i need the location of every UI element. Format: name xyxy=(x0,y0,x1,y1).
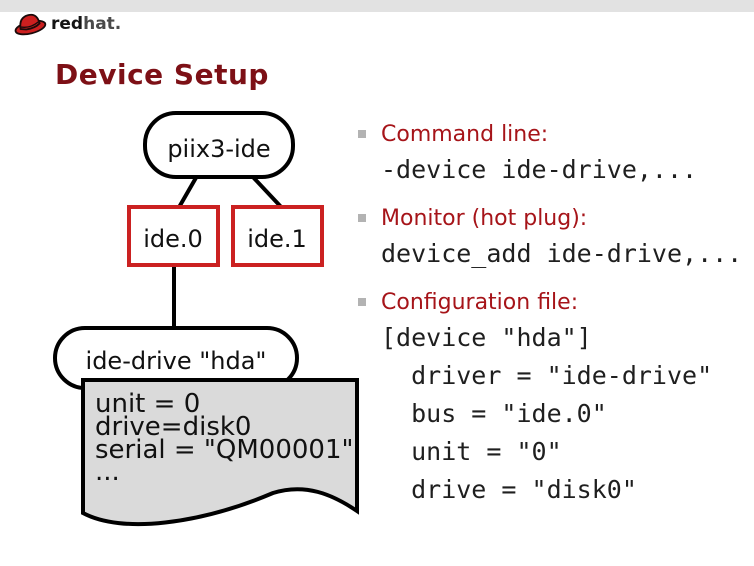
bullet-heading-text: Monitor (hot plug): xyxy=(381,206,588,231)
brand-wordmark: redhat. xyxy=(51,9,121,39)
code-line: drive = "disk0" xyxy=(381,475,637,504)
page-title: Device Setup xyxy=(55,58,269,91)
prop-drive: drive=disk0 xyxy=(95,412,251,442)
prop-ellipsis: ... xyxy=(95,457,120,487)
bullet-heading: Configuration file: xyxy=(358,287,754,319)
bullet-heading-text: Command line: xyxy=(381,122,549,147)
bus-ide1-shape xyxy=(231,205,324,267)
bullet-square-icon xyxy=(358,298,366,306)
bullet-item-command-line: Command line: -device ide-drive,... xyxy=(358,119,754,189)
bullet-list: Command line: -device ide-drive,... Moni… xyxy=(358,119,754,523)
controller-node-label: piix3-ide xyxy=(167,135,270,163)
redhat-hat-icon xyxy=(14,13,47,36)
edge-controller-ide1 xyxy=(250,174,285,211)
brand-red-text: red xyxy=(51,14,84,34)
bullet-heading: Monitor (hot plug): xyxy=(358,203,754,235)
redhat-logo: redhat. xyxy=(12,9,121,39)
code-line: [device "hda"] xyxy=(381,323,592,352)
code-line: unit = "0" xyxy=(381,437,562,466)
code-line: driver = "ide-drive" xyxy=(381,361,713,390)
prop-serial: serial = "QM00001" xyxy=(95,435,353,465)
bus-ide0-shape xyxy=(127,205,220,267)
bus-ide1-label: ide.1 xyxy=(247,225,307,253)
code-line: device_add ide-drive,... xyxy=(381,239,743,268)
properties-document-shape xyxy=(81,378,359,527)
bullet-square-icon xyxy=(358,214,366,222)
edge-controller-ide0 xyxy=(176,174,199,211)
device-tree-diagram: piix3-ide ide.0 ide.1 ide-drive "hda" un… xyxy=(53,111,359,527)
bullet-heading-text: Configuration file: xyxy=(381,290,579,315)
bullet-heading: Command line: xyxy=(358,119,754,151)
code-line: bus = "ide.0" xyxy=(381,399,607,428)
top-bar xyxy=(0,0,754,12)
code-line: -device ide-drive,... xyxy=(381,155,698,184)
prop-unit: unit = 0 xyxy=(95,389,200,419)
brand-hat-text: hat. xyxy=(83,14,122,34)
controller-node-shape xyxy=(143,111,295,179)
bullet-item-config-file: Configuration file: [device "hda"] drive… xyxy=(358,287,754,509)
bullet-square-icon xyxy=(358,130,366,138)
bullet-item-monitor: Monitor (hot plug): device_add ide-drive… xyxy=(358,203,754,273)
drive-node-label: ide-drive "hda" xyxy=(86,347,267,375)
bus-ide0-label: ide.0 xyxy=(143,225,203,253)
